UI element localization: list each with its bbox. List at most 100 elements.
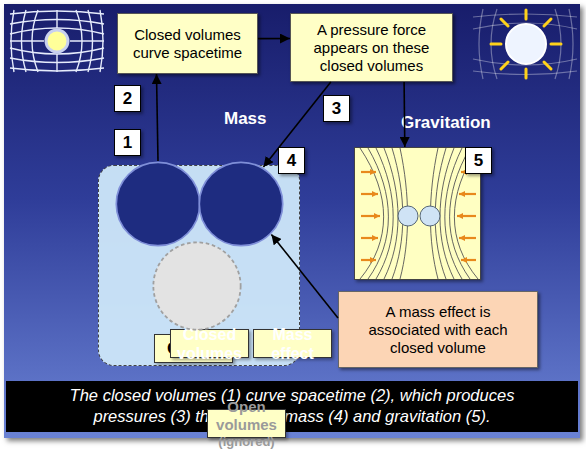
field-line	[376, 148, 393, 279]
pressure-arrow	[459, 193, 476, 195]
body-circle	[420, 206, 440, 226]
field-line	[368, 148, 388, 279]
grid-line	[491, 9, 497, 79]
grid-line	[555, 9, 561, 79]
circle-shape	[153, 242, 240, 329]
ray	[525, 69, 528, 78]
circle-outline	[152, 241, 242, 331]
pressure-arrow	[461, 171, 476, 173]
arrow-connector	[263, 82, 330, 167]
node-text: A mass effect is associated with each cl…	[351, 303, 525, 357]
ray	[501, 19, 508, 26]
node-text: (ignored)	[218, 434, 274, 450]
grid-line	[10, 58, 104, 63]
volume-circle: Closed volumes	[115, 161, 201, 247]
node-text: Closed volumes curve spacetime	[126, 26, 249, 62]
circle-shape	[199, 162, 282, 245]
ray	[491, 43, 501, 46]
pressure-arrow	[461, 259, 476, 261]
pressure-arrow	[361, 259, 376, 261]
node-text: Open volumes	[214, 398, 279, 434]
text-block: Mass effect	[253, 329, 332, 358]
edge-label: Mass	[224, 109, 267, 129]
arrow-connector	[258, 38, 290, 40]
grid-line	[11, 10, 14, 72]
text-block: Open volumes(ignored)	[207, 409, 286, 438]
illustration-box: Gravitation	[354, 147, 481, 280]
circle-shape	[116, 162, 199, 245]
pressure-arrow	[361, 171, 376, 173]
grid-line	[100, 10, 103, 72]
node-text: A pressure force appears on these closed…	[299, 21, 444, 75]
ignored-circle: Open volumes(ignored)	[152, 241, 242, 331]
text-block: A mass effect is associated with each cl…	[339, 292, 537, 367]
ray	[544, 19, 551, 26]
field-line	[435, 148, 446, 279]
faint-grid	[473, 9, 577, 79]
text-block: Gravitation	[401, 111, 521, 135]
grid-line	[473, 71, 577, 75]
grid-line	[10, 68, 104, 71]
mass-circle	[46, 30, 68, 52]
arrow-connector	[157, 74, 159, 161]
circle-outline	[198, 161, 284, 247]
node-text: Gravitation	[401, 113, 491, 133]
grid-line	[22, 10, 27, 72]
grid-line	[32, 10, 38, 72]
text-block: A pressure force appears on these closed…	[291, 14, 452, 81]
field-line	[450, 148, 470, 279]
node-text: Mass effect	[260, 325, 325, 363]
pressure-arrows	[361, 172, 476, 260]
field-line	[440, 148, 454, 279]
circle-outline	[115, 161, 201, 247]
field-line	[430, 148, 438, 279]
node-text: Closed volumes	[177, 325, 242, 363]
grid-line	[10, 10, 104, 72]
arrow-connector	[403, 82, 405, 147]
callout-number: 2	[114, 85, 141, 112]
object-region: ObjectClosed volumesMass effectOpen volu…	[98, 165, 300, 366]
caption-text: The closed volumes (1) curve spacetime (…	[32, 381, 552, 427]
grid-line	[10, 48, 104, 54]
grid-line	[10, 28, 104, 34]
callout-number: 3	[323, 95, 350, 122]
ray	[551, 43, 561, 46]
pressure-arrow	[361, 237, 378, 239]
field-line	[384, 148, 398, 279]
process-box: A pressure force appears on these closed…	[290, 13, 453, 82]
ray	[525, 10, 528, 19]
sun-illustration	[473, 9, 577, 79]
text-block: Closed volumes	[170, 329, 249, 358]
field-line	[392, 148, 403, 279]
curved-grid-illustration	[10, 10, 104, 72]
grid-line	[88, 10, 93, 72]
sun-rays	[491, 10, 561, 78]
callout-number: 1	[114, 129, 141, 156]
sun-circle	[506, 24, 546, 64]
grid-line	[473, 14, 577, 17]
field-line	[445, 148, 462, 279]
volume-circle: Mass effect	[198, 161, 284, 247]
body-circle	[398, 206, 418, 226]
process-box: Closed volumes curve spacetime	[117, 13, 258, 74]
grid-line	[76, 10, 82, 72]
field-line	[360, 148, 384, 279]
field-lines-illustration	[360, 148, 478, 279]
field-line	[400, 148, 408, 279]
pressure-arrow	[459, 237, 476, 239]
ray	[544, 62, 551, 69]
arrow-connector	[271, 234, 338, 318]
text-block: Closed volumes curve spacetime	[118, 14, 257, 73]
grid-line	[10, 20, 104, 25]
pressure-arrow	[457, 215, 476, 217]
grid-line	[10, 11, 104, 14]
pressure-arrow	[361, 193, 378, 195]
grid-line	[569, 9, 573, 79]
field-line	[454, 148, 478, 279]
grid-line	[479, 9, 483, 79]
